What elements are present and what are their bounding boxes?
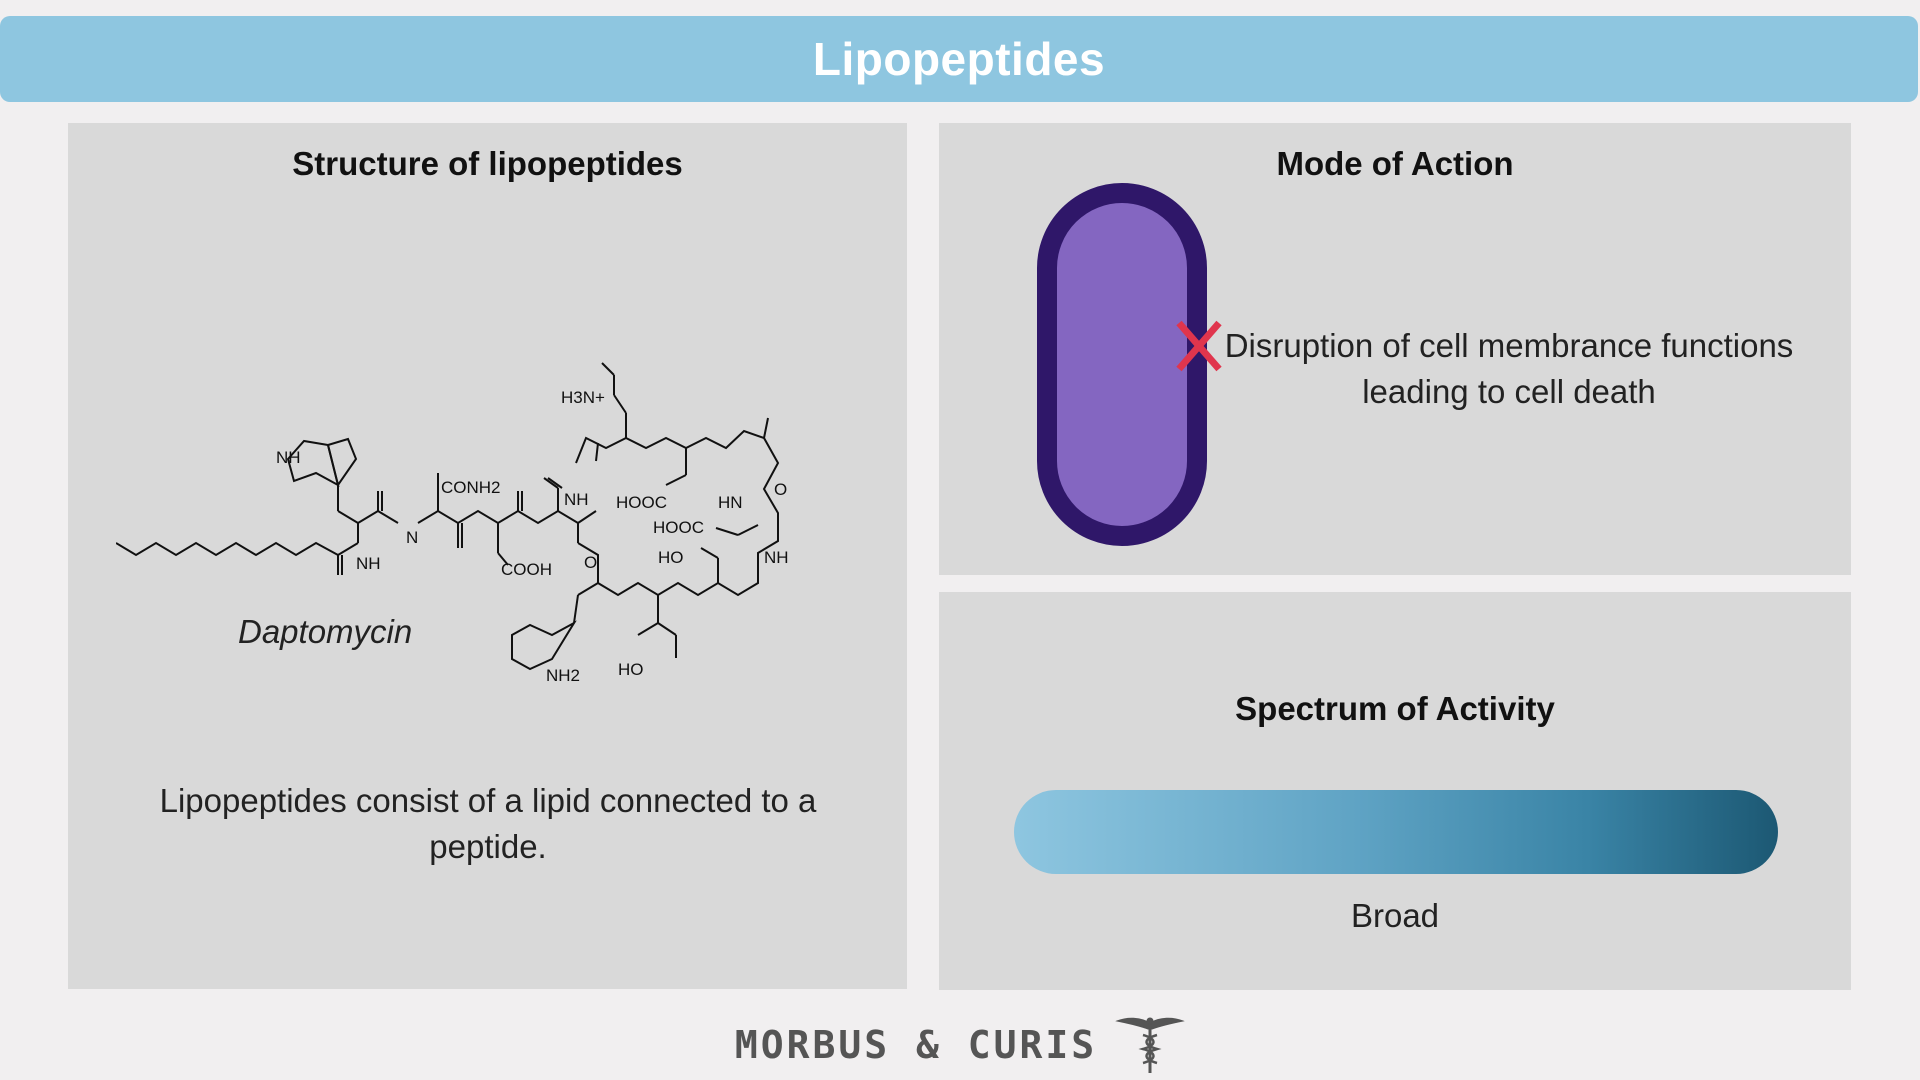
h3n-label: H3N+ <box>561 388 605 407</box>
structure-description: Lipopeptides consist of a lipid connecte… <box>159 782 817 865</box>
cell-membrane-disruption-icon <box>1037 183 1222 546</box>
nh2-label: NH2 <box>546 666 580 685</box>
conh2-label: CONH2 <box>441 478 501 497</box>
spectrum-label: Broad <box>1350 897 1440 934</box>
page-title: Lipopeptides <box>812 33 1106 85</box>
spectrum-panel: Spectrum of Activity Broad <box>939 592 1851 990</box>
lipid-tail <box>116 541 339 557</box>
structure-panel: Structure of lipopeptides <box>68 123 907 989</box>
footer: MORBUS & CURIS <box>0 1015 1920 1075</box>
cooh-label: COOH <box>501 560 552 579</box>
daptomycin-structure: NH NH N CONH2 COOH NH H3N+ HOOC HOOC HN … <box>116 362 789 685</box>
mode-of-action-text: Disruption of cell membrance functions l… <box>1224 327 1794 410</box>
molecule-name: Daptomycin <box>238 613 413 650</box>
header-banner: Lipopeptides <box>0 16 1918 102</box>
nh-label-2: NH <box>564 490 589 509</box>
mode-of-action-panel: Mode of Action Disruption of cell membra… <box>939 123 1851 575</box>
hn-label: HN <box>718 493 743 512</box>
brand-name: MORBUS & CURIS <box>734 1023 1098 1067</box>
nh-label-3: NH <box>764 548 789 567</box>
ho-label-2: HO <box>618 660 644 679</box>
hooc-label-1: HOOC <box>616 493 667 512</box>
n-label-1: N <box>406 528 418 547</box>
nh-label-1: NH <box>356 554 381 573</box>
hooc-label-2: HOOC <box>653 518 704 537</box>
structure-heading: Structure of lipopeptides <box>292 145 683 182</box>
ho-label-1: HO <box>658 548 684 567</box>
spectrum-gradient-bar <box>1014 790 1778 874</box>
spectrum-heading: Spectrum of Activity <box>1235 690 1555 727</box>
o-label-1: O <box>774 480 787 499</box>
mode-of-action-heading: Mode of Action <box>1276 145 1514 182</box>
nh-indole-label: NH <box>276 448 301 467</box>
o-label-2: O <box>584 553 597 572</box>
caduceus-icon <box>1115 1017 1185 1073</box>
